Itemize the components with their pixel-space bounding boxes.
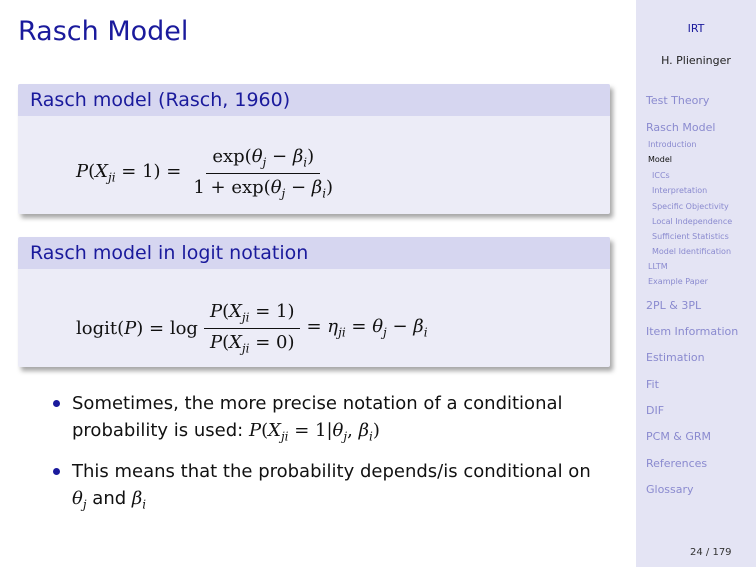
sidebar-item-pcm-grm[interactable]: PCM & GRM (646, 430, 712, 443)
sidebar-item-interpretation[interactable]: Interpretation (652, 186, 708, 195)
slide-content: Rasch Model Rasch model (Rasch, 1960) P(… (18, 16, 610, 525)
sidebar-item-iccs[interactable]: ICCs (652, 171, 670, 180)
bullet-icon (53, 467, 60, 475)
sidebar-item-local-independence[interactable]: Local Independence (652, 217, 733, 226)
slide-title: Rasch Model (18, 16, 189, 47)
sidebar-item-specific-objectivity[interactable]: Specific Objectivity (652, 202, 729, 211)
logit-notation-block: Rasch model in logit notation logit(P) =… (18, 237, 610, 367)
list-item: Sometimes, the more precise notation of … (50, 390, 610, 451)
rasch-equation: P(Xji = 1) = exp(θj − βi) 1 + exp(θj − β… (76, 146, 334, 201)
block-heading: Rasch model in logit notation (18, 237, 610, 269)
sidebar-item-dif[interactable]: DIF (646, 404, 665, 417)
block-heading: Rasch model (Rasch, 1960) (18, 84, 610, 116)
short-title: IRT (687, 22, 705, 35)
sidebar-item-model[interactable]: Model (648, 155, 673, 164)
sidebar-item-sufficient-statistics[interactable]: Sufficient Statistics (652, 232, 729, 241)
sidebar-item-test-theory[interactable]: Test Theory (646, 94, 710, 107)
bullet-list: Sometimes, the more precise notation of … (50, 390, 610, 525)
bullet-icon (53, 400, 60, 407)
sidebar-item-estimation[interactable]: Estimation (646, 351, 705, 364)
sidebar-item-item-information[interactable]: Item Information (646, 325, 739, 338)
sidebar-item-lltm[interactable]: LLTM (648, 262, 668, 271)
list-item: This means that the probability depends/… (50, 458, 610, 519)
rasch-model-block: Rasch model (Rasch, 1960) P(Xji = 1) = e… (18, 84, 610, 214)
logit-equation: logit(P) = log P(Xji = 1) P(Xji = 0) = η… (76, 301, 428, 356)
sidebar-item-glossary[interactable]: Glossary (646, 483, 694, 496)
sidebar-item-introduction[interactable]: Introduction (648, 140, 697, 149)
sidebar-item-example-paper[interactable]: Example Paper (648, 277, 708, 286)
sidebar-item-rasch-model[interactable]: Rasch Model (646, 121, 716, 134)
sidebar-item-model-identification[interactable]: Model Identification (652, 247, 732, 256)
author: H. Plieninger (661, 54, 731, 67)
sidebar-item-references[interactable]: References (646, 457, 708, 470)
page-number: 24 / 179 (690, 547, 732, 558)
sidebar-item-fit[interactable]: Fit (646, 378, 659, 391)
sidebar: IRT H. Plieninger Test Theory Rasch Mode… (636, 0, 756, 567)
sidebar-item-2pl-3pl[interactable]: 2PL & 3PL (646, 299, 702, 312)
